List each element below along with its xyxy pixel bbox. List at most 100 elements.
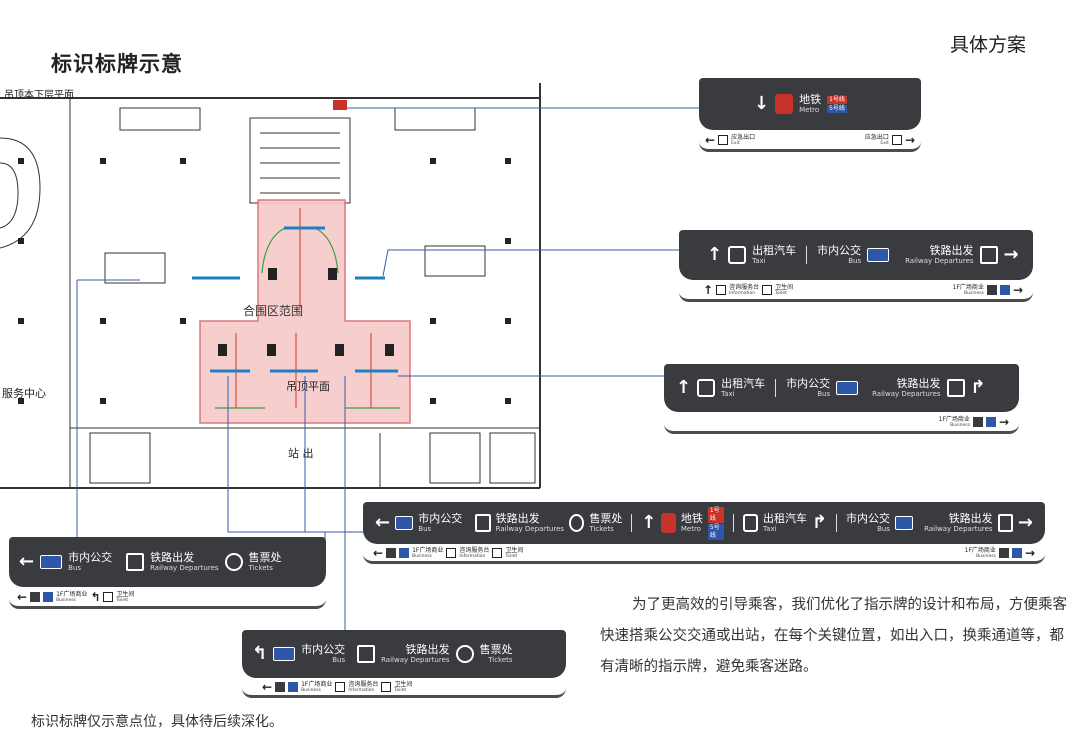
turn-left-icon: ↰ <box>90 589 101 604</box>
rail-label: 铁路出发 <box>405 643 450 656</box>
rail-label: 铁路出发 <box>150 551 195 564</box>
arrow-right-icon: → <box>904 132 915 147</box>
turn-right-icon: ↱ <box>970 377 986 398</box>
business-label-en: Business <box>950 422 970 428</box>
taxi-icon <box>728 246 747 264</box>
info-label: 咨询服务台 <box>459 546 490 554</box>
business-label: 1F广场商业 <box>412 546 444 554</box>
arrow-left-icon: ← <box>17 589 28 604</box>
toilet-icon <box>381 681 392 692</box>
toilet-icon <box>762 284 773 295</box>
rail-label-en: Railway Departures <box>381 656 450 664</box>
shopping-icon <box>999 284 1010 295</box>
business-label-en: Business <box>301 687 321 693</box>
info-icon <box>335 681 346 692</box>
arrow-right-icon: → <box>1024 545 1035 560</box>
info-icon <box>716 284 727 295</box>
bus-icon <box>273 647 296 661</box>
ticket-icon <box>455 645 474 663</box>
arrow-left-icon: ← <box>262 679 273 694</box>
metro-label-en: Metro <box>799 106 820 114</box>
bus-label-en: Bus <box>877 525 890 533</box>
turn-left-icon: ↰ <box>252 643 268 664</box>
plan-center-label: 吊顶平面 <box>286 380 330 393</box>
bus-icon <box>894 516 914 530</box>
divider <box>775 379 777 397</box>
business-label: 1F广场商业 <box>56 590 88 598</box>
zone-label: 合围区范围 <box>243 304 304 318</box>
arrow-up-icon: ↑ <box>703 282 714 297</box>
bus-label: 市内公交 <box>817 244 862 257</box>
exit-icon <box>891 134 902 145</box>
rail-label: 铁路出发 <box>948 512 993 525</box>
arrow-left-icon: ← <box>19 551 35 572</box>
shopping-icon <box>288 681 299 692</box>
line1-badge: 1号线 <box>707 506 724 523</box>
ticket-icon <box>224 553 243 571</box>
arrow-up-icon: ↑ <box>676 377 692 398</box>
toilet-label: 卫生间 <box>116 590 135 598</box>
arrow-up-icon: ↑ <box>641 512 657 533</box>
dining-icon <box>986 284 997 295</box>
exit-label-en: Exit <box>731 140 740 146</box>
ticket-label-en: Tickets <box>488 656 513 664</box>
bus-label-en: Bus <box>68 564 81 572</box>
section-label: 具体方案 <box>950 34 1027 56</box>
turn-up-icon: ↱ <box>812 512 828 533</box>
info-label-en: Information <box>348 687 375 693</box>
bus-icon <box>836 381 859 395</box>
dining-icon <box>972 416 983 427</box>
line5-badge: 5号线 <box>827 104 847 113</box>
arrow-right-icon: → <box>1017 512 1034 533</box>
exit-label: 应急出口 <box>731 133 756 141</box>
taxi-label: 出租汽车 <box>752 244 797 257</box>
exit-icon <box>718 134 729 145</box>
ticket-icon <box>569 514 585 532</box>
shopping-icon <box>1011 547 1022 558</box>
dining-icon <box>386 547 397 558</box>
toilet-label: 卫生间 <box>394 680 413 688</box>
rail-label-en: Railway Departures <box>495 525 565 533</box>
dining-icon <box>998 547 1009 558</box>
toilet-label-en: Toilet <box>505 553 518 559</box>
taxi-label: 出租汽车 <box>763 512 808 525</box>
taxi-label-en: Taxi <box>763 525 777 533</box>
metro-label: 地铁 <box>799 93 822 106</box>
divider <box>732 514 734 532</box>
info-icon <box>446 547 457 558</box>
arrow-right-icon: → <box>1012 282 1023 297</box>
ticket-label: 售票处 <box>589 512 623 525</box>
taxi-label-en: Taxi <box>752 257 766 265</box>
arrow-left-icon: ← <box>373 545 384 560</box>
rail-label-en: Railway Departures <box>150 564 219 572</box>
ticket-label: 售票处 <box>248 551 282 564</box>
arrow-left-icon: ← <box>375 512 391 533</box>
train-icon <box>357 645 376 663</box>
toilet-label-en: Toilet <box>394 687 407 693</box>
metro-label: 地铁 <box>680 512 703 525</box>
shopping-icon <box>43 591 54 602</box>
arrow-right-icon: → <box>998 414 1009 429</box>
shopping-icon <box>399 547 410 558</box>
divider <box>631 514 633 532</box>
taxi-label-en: Taxi <box>721 390 735 398</box>
metro-icon <box>661 513 676 533</box>
info-label-en: Information <box>459 553 486 559</box>
toilet-label: 卫生间 <box>505 546 524 554</box>
business-label: 1F广场商业 <box>938 415 970 423</box>
exit-label-en: Exit <box>880 140 889 146</box>
exit-label: 应急出口 <box>864 133 889 141</box>
train-icon <box>475 514 491 532</box>
dining-icon <box>30 591 41 602</box>
bus-label-en: Bus <box>848 257 862 265</box>
taxi-icon <box>697 379 716 397</box>
shopping-icon <box>985 416 996 427</box>
rail-label-en: Railway Departures <box>872 390 941 398</box>
info-label: 咨询服务台 <box>729 283 760 291</box>
metro-label-en: Metro <box>680 525 701 533</box>
arrow-up-icon: ↑ <box>707 244 723 265</box>
plan-top-label: 吊顶本下层平面 <box>4 90 74 101</box>
footnote: 标识标牌仅示意点位，具体待后续深化。 <box>31 714 283 730</box>
